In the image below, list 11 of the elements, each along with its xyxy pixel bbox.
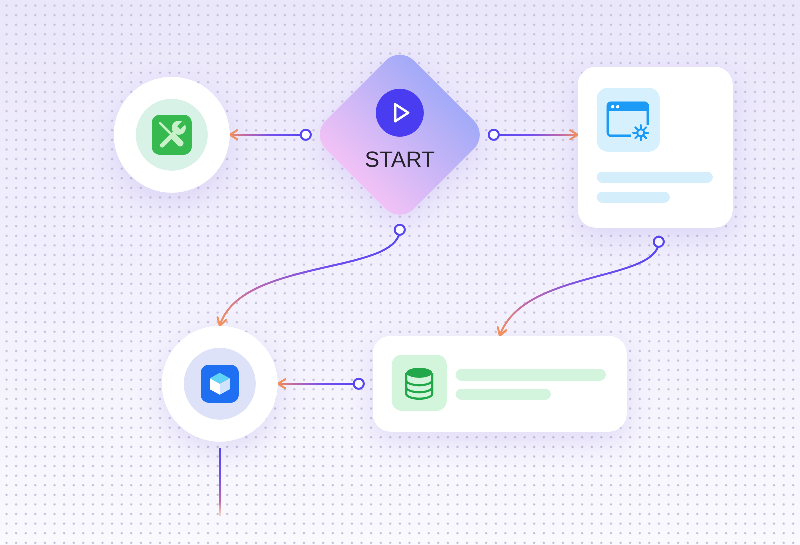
connector-line [219,448,221,516]
node-label: START [364,147,436,173]
arrow [229,129,312,141]
arrow [488,129,579,141]
arrow [277,378,365,390]
info-card [578,67,733,228]
arrow [218,224,406,327]
service-circle [162,326,278,442]
info-card [373,336,627,432]
start-diamond [320,55,480,215]
arrow [498,236,665,337]
